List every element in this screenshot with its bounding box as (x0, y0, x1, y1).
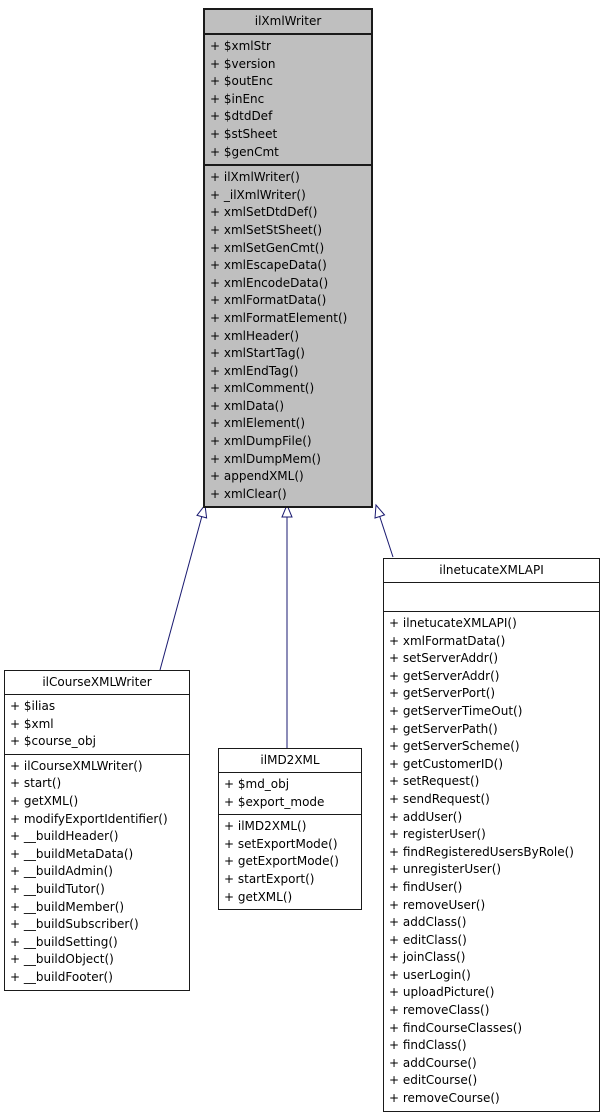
member-row: + setExportMode() (224, 836, 338, 851)
member-row: + __buildMetaData() (10, 846, 134, 861)
member-row: + xmlHeader() (210, 328, 300, 343)
member-row: + xmlSetDtdDef() (210, 205, 318, 220)
member-row: + getServerScheme() (389, 739, 520, 754)
member-row: + $stSheet (210, 126, 278, 141)
member-row: + __buildTutor() (10, 881, 105, 896)
member-row: + $export_mode (224, 794, 325, 809)
member-row: + getExportMode() (224, 854, 339, 869)
member-row: + xmlElement() (210, 416, 306, 431)
attributes-section (384, 582, 599, 611)
member-row: + $dtdDef (210, 109, 273, 124)
member-row: + xmlStartTag() (210, 346, 305, 361)
member-row: + setServerAddr() (389, 651, 499, 666)
class-title: ilCourseXMLWriter (42, 675, 152, 689)
member-row: + removeUser() (389, 897, 486, 912)
member-row: + addClass() (389, 915, 467, 930)
member-row: + unregisterUser() (389, 862, 502, 877)
member-row: + $genCmt (210, 144, 279, 159)
member-row: + $course_obj (10, 734, 96, 749)
member-row: + ilCourseXMLWriter() (10, 758, 143, 773)
member-row: + joinClass() (389, 950, 466, 965)
member-row: + xmlSetGenCmt() (210, 240, 325, 255)
member-row: + getServerTimeOut() (389, 703, 523, 718)
member-row: + _ilXmlWriter() (210, 187, 306, 202)
member-row: + ilMD2XML() (224, 819, 307, 834)
member-row: + $ilias (10, 699, 56, 713)
methods-section: + ilnetucateXMLAPI() + xmlFormatData() + s… (384, 611, 599, 1111)
class-box-ilmd2xml[interactable]: ilMD2XML + $md_obj + $export_mode + ilMD2… (218, 748, 362, 911)
member-row: + findCourseClasses() (389, 1020, 523, 1035)
member-row: + __buildAdmin() (10, 864, 113, 879)
member-row: + appendXML() (210, 469, 304, 484)
member-row: + editCourse() (389, 1073, 478, 1088)
member-row: + start() (10, 776, 62, 791)
inheritance-edge-ilmd2xml (281, 503, 293, 748)
member-row: + __buildObject() (10, 952, 114, 967)
member-row: + $outEnc (210, 74, 273, 89)
member-row: + findClass() (389, 1038, 467, 1053)
member-row: + $inEnc (210, 91, 265, 106)
methods-section: + ilCourseXMLWriter() + start() + getXML()… (5, 753, 189, 990)
member-row: + userLogin() (389, 967, 471, 982)
class-box-ilnetucatexmlapi[interactable]: ilnetucateXMLAPI + ilnetucateXMLAPI() + x… (383, 558, 600, 1112)
class-title: ilMD2XML (260, 753, 320, 767)
member-row: + xmlFormatData() (389, 633, 506, 648)
member-row: + removeCourse() (389, 1091, 500, 1106)
member-row: + xmlClear() (210, 486, 287, 501)
member-row: + modifyExportIdentifier() (10, 811, 168, 826)
member-row: + __buildFooter() (10, 969, 113, 984)
member-row: + getServerPort() (389, 686, 496, 701)
attributes-section: + $md_obj + $export_mode (219, 772, 361, 814)
member-row: + __buildSetting() (10, 934, 118, 949)
member-row: + findUser() (389, 879, 463, 894)
member-row: + xmlEncodeData() (210, 275, 329, 290)
methods-section: + ilMD2XML() + setExportMode() + getExport… (219, 814, 361, 909)
member-row: + xmlData() (210, 398, 285, 413)
attributes-section: + $xmlStr + $version + $outEnc + $inEnc + $d… (205, 33, 371, 164)
methods-section: + ilXmlWriter() + _ilXmlWriter() + xmlSetD… (205, 164, 371, 506)
member-row: + setRequest() (389, 774, 480, 789)
member-row: + sendRequest() (389, 791, 490, 806)
member-row: + xmlSetStSheet() (210, 222, 323, 237)
class-title: ilXmlWriter (254, 14, 322, 28)
member-row: + getServerPath() (389, 721, 498, 736)
member-row: + xmlFormatElement() (210, 310, 348, 325)
inheritance-edge-ilcoursexmlwriter (159, 503, 208, 671)
member-row: + getXML() (224, 889, 293, 904)
member-row: + __buildSubscriber() (10, 917, 139, 932)
member-row: + getServerAddr() (389, 668, 500, 683)
member-row: + xmlComment() (210, 381, 315, 396)
class-box-ilxmlwriter[interactable]: ilXmlWriter + $xmlStr + $version + $outEnc… (203, 8, 373, 509)
member-row: + $md_obj (224, 777, 290, 791)
member-row: + xmlEndTag() (210, 363, 299, 378)
member-row: + uploadPicture() (389, 985, 495, 1000)
class-title: ilnetucateXMLAPI (439, 563, 544, 577)
member-row: + addCourse() (389, 1055, 477, 1070)
member-row: + findRegisteredUsersByRole() (389, 844, 574, 859)
member-row: + removeClass() (389, 1003, 490, 1018)
class-box-ilcoursexmlwriter[interactable]: ilCourseXMLWriter + $ilias + $xml + $cours… (4, 670, 190, 991)
member-row: + addUser() (389, 809, 463, 824)
member-row: + ilnetucateXMLAPI() (389, 616, 517, 630)
member-row: + getCustomerID() (389, 756, 504, 771)
member-row: + startExport() (224, 871, 315, 886)
inheritance-edge-ilnetucatexmlapi (374, 503, 394, 558)
member-row: + $xml (10, 716, 54, 731)
member-row: + ilXmlWriter() (210, 170, 300, 185)
member-row: + $version (210, 56, 276, 71)
member-row: + xmlEscapeData() (210, 258, 327, 273)
member-row: + getXML() (10, 793, 79, 808)
member-row: + xmlFormatData() (210, 293, 327, 308)
member-row: + editClass() (389, 932, 467, 947)
member-row: + __buildMember() (10, 899, 125, 914)
member-row: + __buildHeader() (10, 829, 119, 844)
attributes-section: + $ilias + $xml + $course_obj (5, 694, 189, 754)
member-row: + xmlDumpMem() (210, 451, 321, 466)
member-row: + registerUser() (389, 827, 486, 842)
member-row: + $xmlStr (210, 39, 271, 53)
member-row: + xmlDumpFile() (210, 434, 312, 449)
